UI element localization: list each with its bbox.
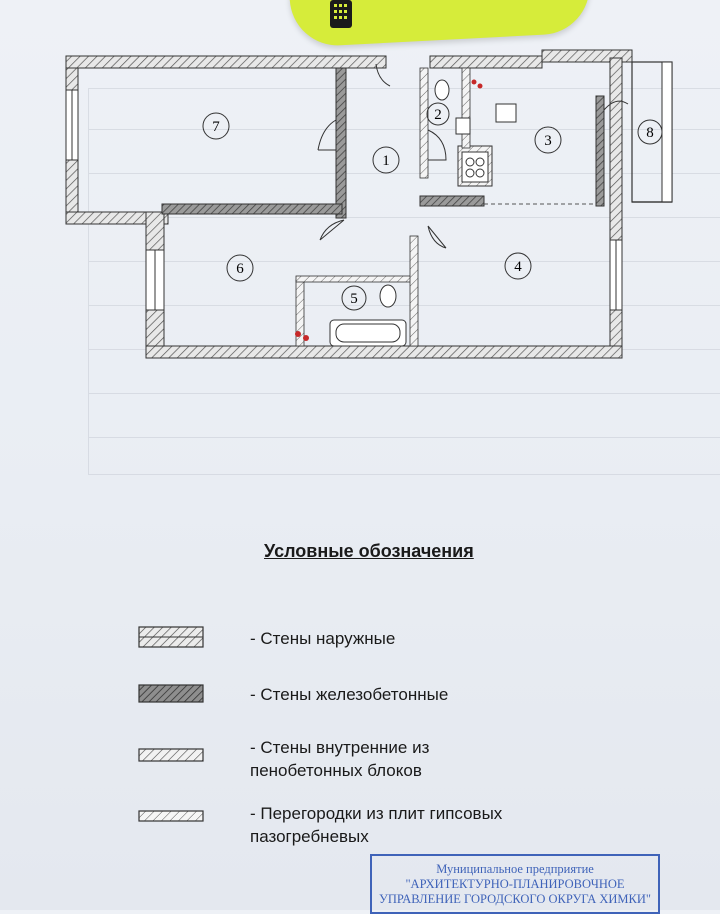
svg-text:8: 8 bbox=[646, 125, 654, 141]
room-label: 5 bbox=[341, 285, 367, 311]
room-label: 1 bbox=[372, 146, 400, 174]
svg-text:7: 7 bbox=[212, 119, 220, 135]
stove-icon bbox=[461, 151, 489, 183]
toilet-icon bbox=[379, 79, 450, 308]
room-label: 4 bbox=[504, 252, 532, 280]
concrete-wall-swatch bbox=[138, 684, 204, 703]
organization-stamp: Муниципальное предприятие "АРХИТЕКТУРНО-… bbox=[370, 854, 660, 914]
bathtub-icon bbox=[329, 319, 407, 347]
svg-text:6: 6 bbox=[236, 261, 244, 277]
legend-title: Условные обозначения bbox=[264, 541, 474, 561]
concrete-walls bbox=[161, 67, 605, 219]
riser-markers bbox=[295, 79, 483, 341]
svg-text:5: 5 bbox=[350, 291, 358, 307]
room-label: 3 bbox=[534, 126, 562, 154]
background-table bbox=[88, 88, 720, 475]
partition-swatch bbox=[138, 810, 204, 822]
legend-item-partitions: - Перегородки из плит гипсовых пазогребн… bbox=[250, 804, 503, 846]
room-label: 2 bbox=[426, 102, 450, 126]
room-label: 8 bbox=[637, 119, 663, 145]
svg-text:4: 4 bbox=[514, 259, 522, 275]
block-wall-swatch bbox=[138, 748, 204, 762]
legend-item-inner-walls: - Стены внутренние из пенобетонных блоко… bbox=[250, 738, 430, 780]
doors bbox=[317, 63, 629, 249]
svg-text:1: 1 bbox=[382, 153, 390, 169]
sink-icon bbox=[455, 103, 517, 135]
outer-walls bbox=[65, 49, 633, 359]
legend-item-outer-walls: - Стены наружные bbox=[250, 629, 396, 648]
legend-item-concrete-walls: - Стены железобетонные bbox=[250, 685, 449, 704]
partitions bbox=[295, 67, 471, 347]
floor-plan: 1 2 3 4 5 6 7 8 bbox=[65, 49, 673, 359]
room-labels: 1 2 3 4 5 6 7 8 bbox=[202, 102, 663, 311]
svg-text:3: 3 bbox=[544, 133, 552, 149]
room-label: 6 bbox=[226, 254, 254, 282]
room-label: 7 bbox=[202, 112, 230, 140]
outer-wall-swatch bbox=[138, 626, 204, 648]
svg-text:2: 2 bbox=[434, 107, 442, 123]
calculator-icon bbox=[330, 0, 352, 28]
